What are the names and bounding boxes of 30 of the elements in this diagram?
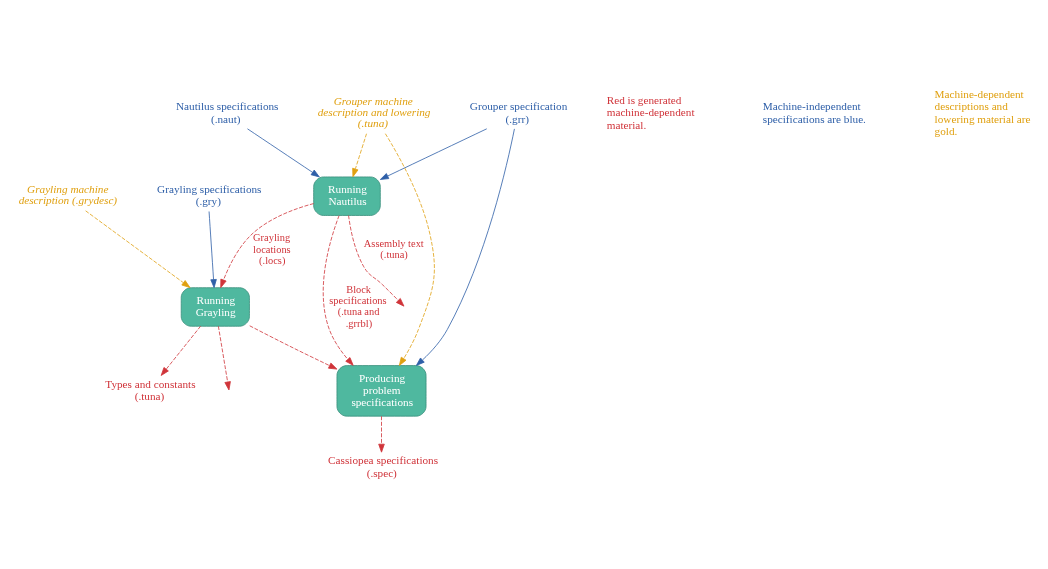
node-text: Grayling machine description (.grydesc) xyxy=(18,183,118,207)
legend-label: Machine-independent specifications are blue. xyxy=(762,100,866,125)
arrow xyxy=(218,325,231,391)
edge-label: Assembly text (.tuna) xyxy=(363,238,424,261)
arrow xyxy=(379,128,488,180)
edge-label: Grayling locations (.locs) xyxy=(253,232,291,266)
arrow xyxy=(352,133,367,178)
node-box: Running Nautilus xyxy=(313,176,381,216)
arrow xyxy=(160,325,201,376)
edge-label: Block specifications (.tuna and .grrbl) xyxy=(329,283,387,329)
arrow xyxy=(220,203,315,288)
arrow xyxy=(322,215,354,366)
node-box: Running Grayling xyxy=(180,287,250,327)
node-text: Types and constants (.tuna) xyxy=(105,377,196,402)
arrow xyxy=(415,128,515,366)
arrow xyxy=(378,415,385,453)
arrow xyxy=(247,128,320,178)
node-text: Nautilus specifications (.naut) xyxy=(175,100,279,125)
arrow xyxy=(208,211,217,288)
node-text: Grouper machine description and lowering (.tuna) xyxy=(317,94,431,130)
node-text: Cassiopea specifications (.spec) xyxy=(328,454,439,479)
arrow xyxy=(348,215,405,307)
node-box: Producing problem specifications xyxy=(336,365,427,417)
arrow xyxy=(85,210,191,288)
legend-label: Machine-dependent descriptions and lowering material are gold. xyxy=(934,88,1031,137)
legend-label: Red is generated machine-dependent material. xyxy=(606,94,695,131)
arrow xyxy=(384,133,435,366)
node-text: Grouper specification (.grr) xyxy=(469,100,568,125)
node-text: Grayling specifications (.gry) xyxy=(157,183,262,208)
arrow xyxy=(249,325,338,370)
